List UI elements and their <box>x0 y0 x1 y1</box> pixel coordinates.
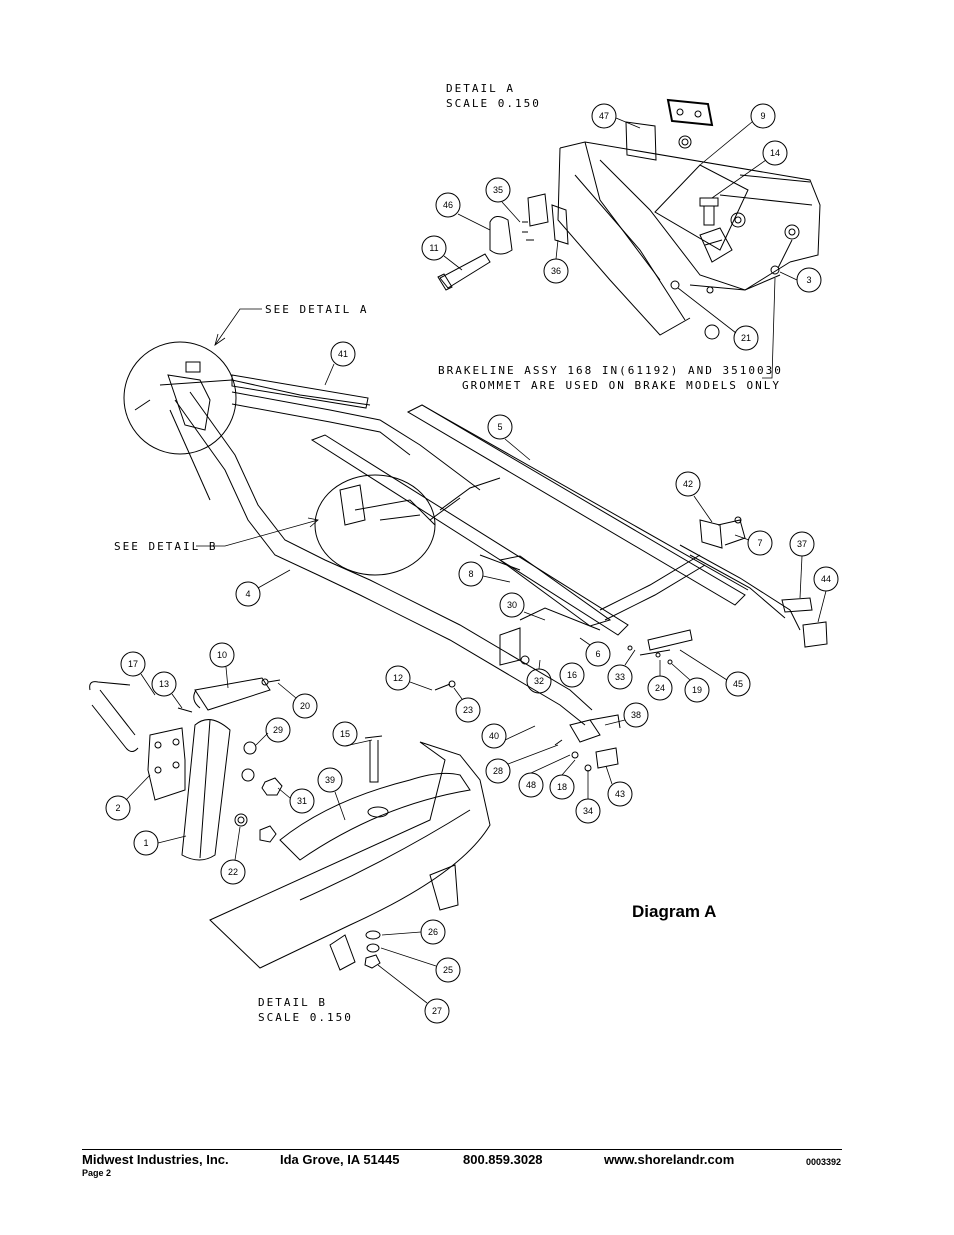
callout-5: 5 <box>497 422 502 432</box>
callout-36: 36 <box>551 266 561 276</box>
callout-16: 16 <box>567 670 577 680</box>
see-detail-a-label: SEE DETAIL A <box>265 303 368 316</box>
callout-33: 33 <box>615 672 625 682</box>
callout-47: 47 <box>599 111 609 121</box>
leader-lines <box>125 117 827 1004</box>
callout-17: 17 <box>128 659 138 669</box>
callout-31: 31 <box>297 796 307 806</box>
footer-phone: 800.859.3028 <box>463 1152 543 1167</box>
callout-15: 15 <box>340 729 350 739</box>
callout-40: 40 <box>489 731 499 741</box>
footer-divider <box>82 1149 842 1150</box>
callout-23: 23 <box>463 705 473 715</box>
footer-city: Ida Grove, IA 51445 <box>280 1152 400 1167</box>
footer-page-number: Page 2 <box>82 1168 112 1178</box>
callout-6: 6 <box>595 649 600 659</box>
callout-3: 3 <box>806 275 811 285</box>
callout-12: 12 <box>393 673 403 683</box>
detail-a-assembly <box>437 98 821 340</box>
callout-20: 20 <box>300 701 310 711</box>
callout-32: 32 <box>534 676 544 686</box>
callout-37: 37 <box>797 539 807 549</box>
callout-29: 29 <box>273 725 283 735</box>
diagram-label: Diagram A <box>632 902 717 921</box>
main-frame-assembly <box>123 341 828 772</box>
callout-1: 1 <box>143 838 148 848</box>
callout-13: 13 <box>159 679 169 689</box>
callout-34: 34 <box>583 806 593 816</box>
brakeline-note-line2: GROMMET ARE USED ON BRAKE MODELS ONLY <box>462 379 781 392</box>
callout-28: 28 <box>493 766 503 776</box>
detail-b-assembly <box>89 677 491 971</box>
callout-circles <box>105 103 839 1024</box>
callout-43: 43 <box>615 789 625 799</box>
callout-26: 26 <box>428 927 438 937</box>
detail-a-title: DETAIL A <box>446 82 515 95</box>
callout-27: 27 <box>432 1006 442 1016</box>
callout-44: 44 <box>821 574 831 584</box>
callout-45: 45 <box>733 679 743 689</box>
callout-18: 18 <box>557 782 567 792</box>
callout-21: 21 <box>741 333 751 343</box>
callout-24: 24 <box>655 683 665 693</box>
callout-41: 41 <box>338 349 348 359</box>
detail-b-title: DETAIL B <box>258 996 327 1009</box>
callout-42: 42 <box>683 479 693 489</box>
callout-4: 4 <box>245 589 250 599</box>
callout-46: 46 <box>443 200 453 210</box>
callout-7: 7 <box>757 538 762 548</box>
callout-35: 35 <box>493 185 503 195</box>
callout-25: 25 <box>443 965 453 975</box>
callout-2: 2 <box>115 803 120 813</box>
callout-10: 10 <box>217 650 227 660</box>
callout-19: 19 <box>692 685 702 695</box>
footer-company: Midwest Industries, Inc. <box>82 1152 229 1167</box>
callout-39: 39 <box>325 775 335 785</box>
footer-website: www.shorelandr.com <box>604 1152 735 1167</box>
callout-11: 11 <box>429 243 438 253</box>
detail-b-scale: SCALE 0.150 <box>258 1011 353 1024</box>
callout-30: 30 <box>507 600 517 610</box>
see-detail-b-label: SEE DETAIL B <box>114 540 217 553</box>
brakeline-note-line1: BRAKELINE ASSY 168 IN(61192) AND 3510030 <box>438 364 783 377</box>
callout-14: 14 <box>770 148 780 158</box>
callout-22: 22 <box>228 867 238 877</box>
callout-48: 48 <box>526 780 536 790</box>
footer-document-code: 0003392 <box>806 1157 842 1167</box>
callout-9: 9 <box>760 111 765 121</box>
detail-a-scale: SCALE 0.150 <box>446 97 541 110</box>
callout-numbers: 47 9 14 35 46 11 36 3 21 41 5 42 7 37 44… <box>115 111 831 1016</box>
callout-38: 38 <box>631 710 641 720</box>
callout-8: 8 <box>468 569 473 579</box>
